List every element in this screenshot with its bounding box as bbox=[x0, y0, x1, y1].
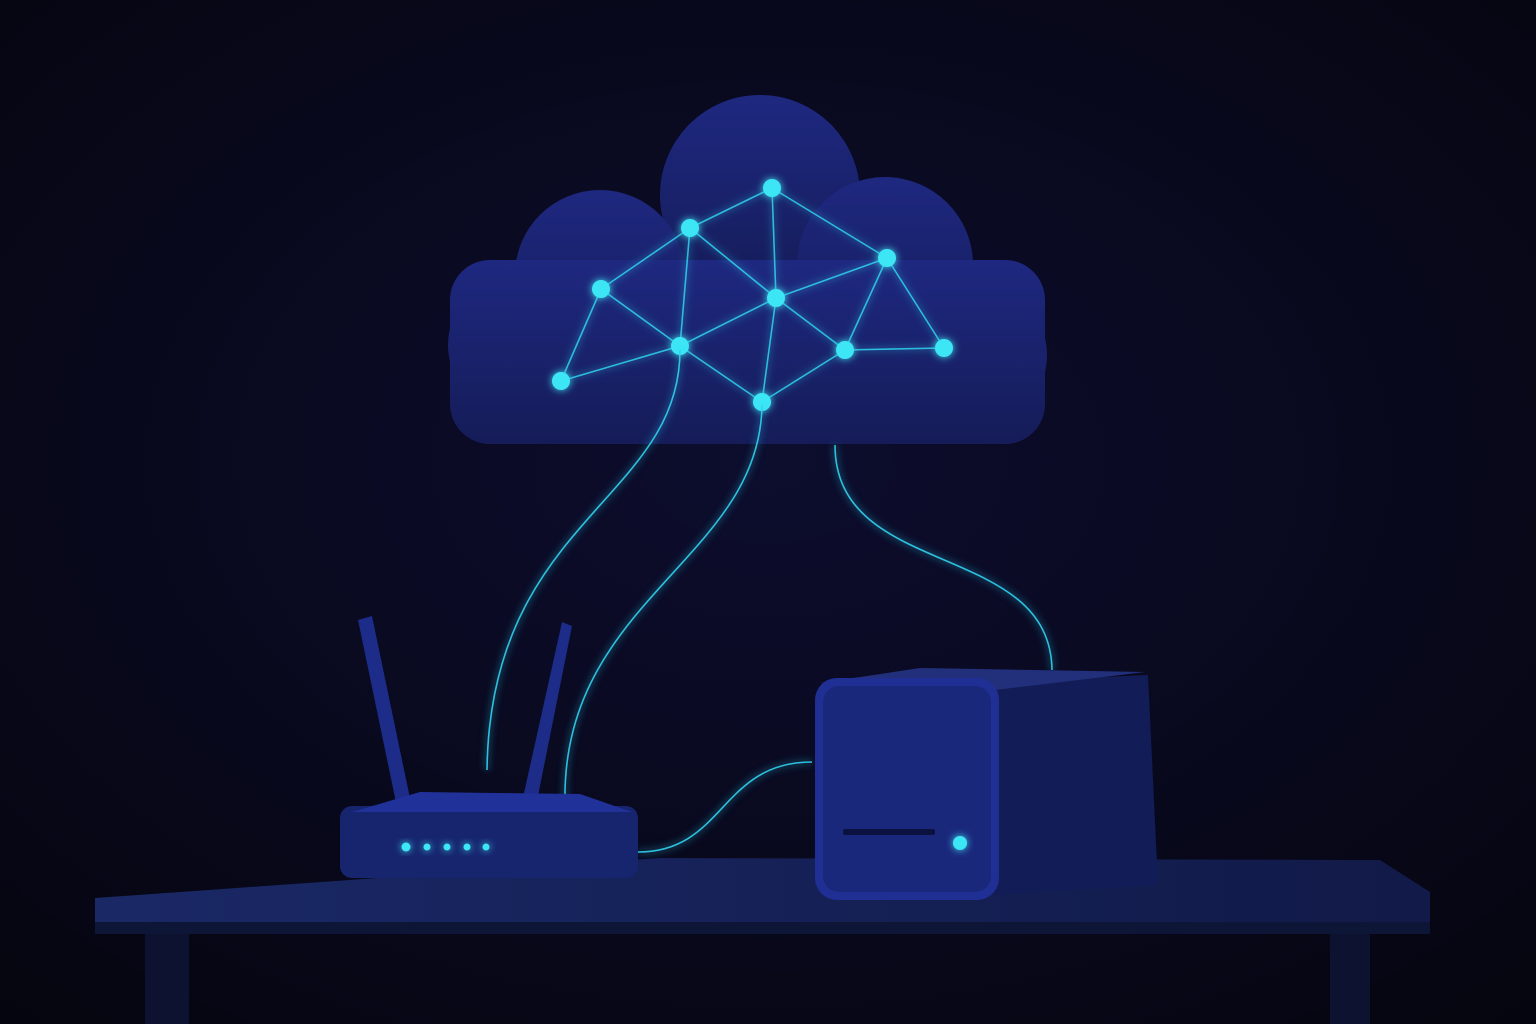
mesh-node bbox=[878, 249, 896, 267]
power-led bbox=[953, 836, 967, 850]
mesh-node bbox=[935, 339, 953, 357]
router-led bbox=[463, 843, 471, 851]
mesh-link bbox=[886, 257, 945, 349]
mesh-node bbox=[592, 280, 610, 298]
mesh-node bbox=[552, 372, 570, 390]
mesh-link bbox=[771, 187, 777, 299]
cable-cloud-to-server bbox=[834, 444, 1053, 671]
mesh-node bbox=[763, 179, 781, 197]
mesh-link bbox=[844, 347, 945, 351]
server-icon bbox=[815, 668, 1158, 900]
mesh-link bbox=[679, 227, 691, 347]
cable-router-to-server bbox=[637, 761, 813, 853]
mesh-link bbox=[775, 257, 888, 299]
mesh-node bbox=[753, 393, 771, 411]
mesh-link bbox=[689, 187, 773, 229]
router-led bbox=[401, 842, 411, 852]
mesh-link bbox=[560, 345, 681, 382]
mesh-link bbox=[679, 297, 777, 347]
cloud-icon bbox=[448, 95, 1047, 444]
mesh-node bbox=[681, 219, 699, 237]
mesh-link bbox=[771, 187, 888, 259]
mesh-node bbox=[671, 337, 689, 355]
router-led bbox=[443, 843, 451, 851]
cable-cloud-to-router-1 bbox=[486, 349, 681, 771]
mesh-node bbox=[836, 341, 854, 359]
mesh-link bbox=[761, 349, 846, 403]
cable-cloud-to-router-2 bbox=[564, 404, 763, 806]
mesh-link bbox=[600, 227, 691, 290]
drive-slot bbox=[843, 829, 935, 835]
mesh-link bbox=[844, 257, 888, 351]
mesh-link bbox=[775, 297, 846, 351]
router-led bbox=[423, 843, 431, 851]
cables bbox=[486, 349, 1053, 853]
mesh-node bbox=[767, 289, 785, 307]
mesh-link bbox=[560, 288, 602, 382]
mesh-link bbox=[689, 227, 777, 299]
mesh-link bbox=[679, 345, 763, 403]
router-icon bbox=[340, 616, 638, 878]
network-mesh-icon bbox=[552, 179, 953, 411]
router-led bbox=[482, 843, 490, 851]
mesh-link bbox=[761, 297, 777, 403]
mesh-link bbox=[600, 288, 681, 347]
